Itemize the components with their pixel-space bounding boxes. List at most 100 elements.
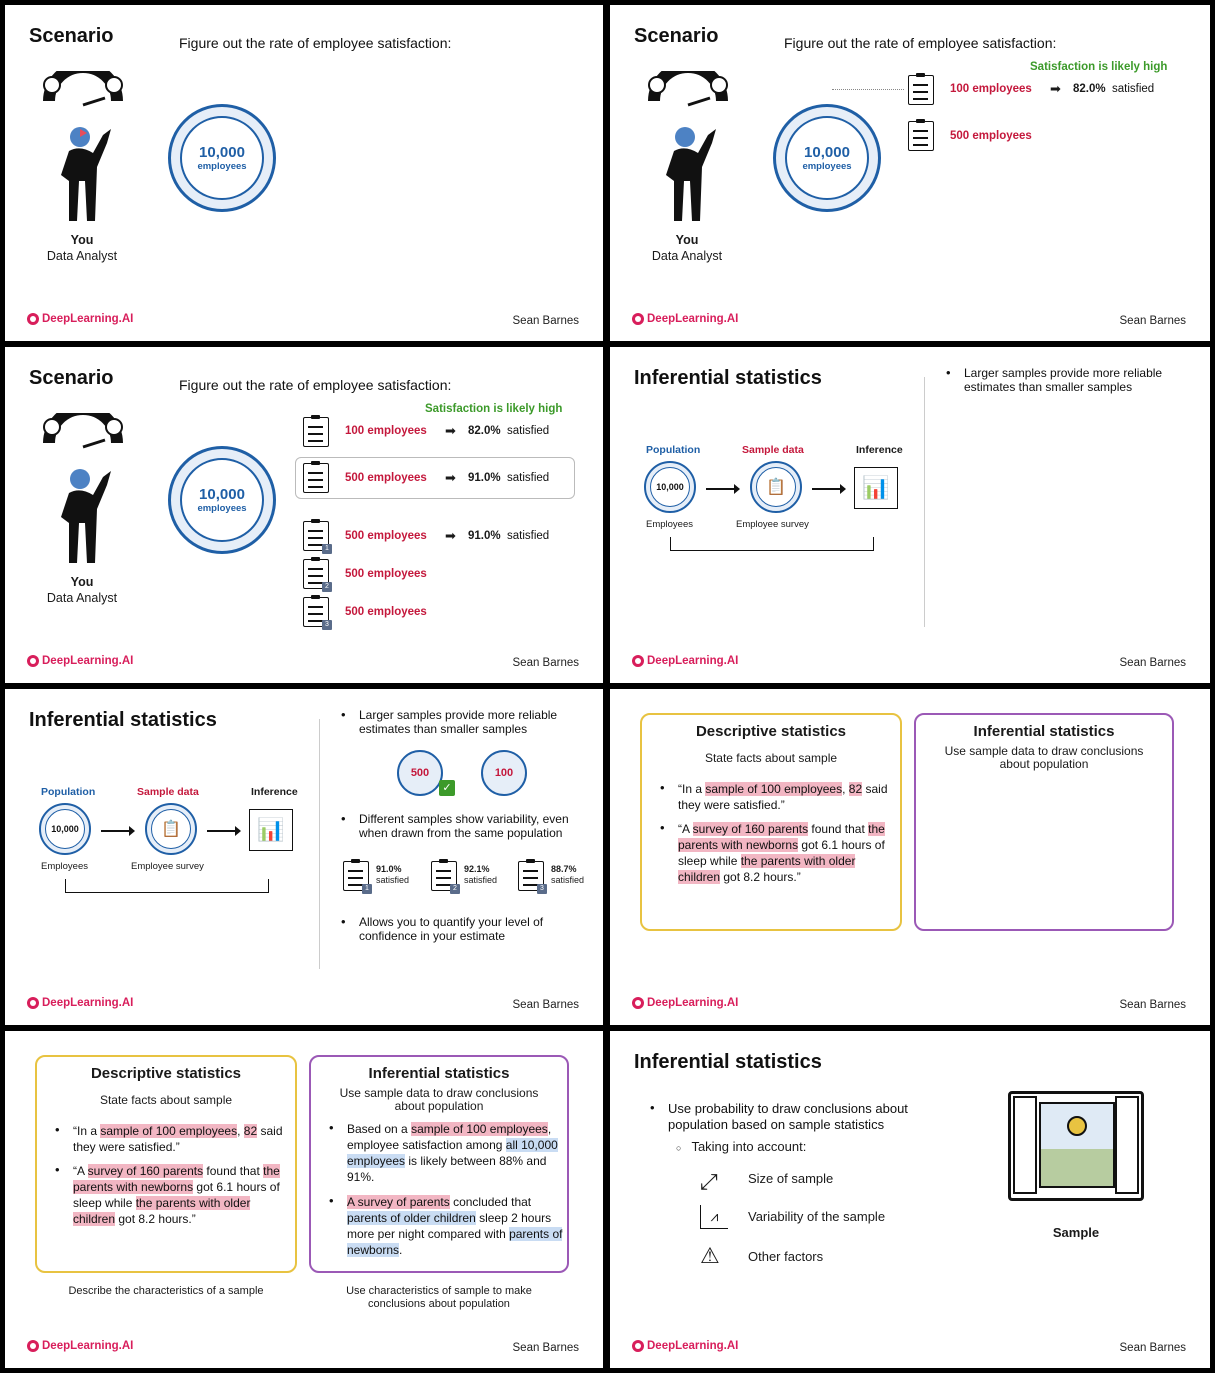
text: found that [203,1164,263,1178]
window-label: Sample [1008,1225,1144,1240]
inferential-title: Inferential statistics [311,1065,567,1082]
brand-name: DeepLearning.AI [42,1340,133,1352]
variability-chart-icon: ⩘ [700,1205,728,1229]
slide-title: Inferential statistics [634,1051,822,1074]
text: “In a [678,782,705,796]
badge-3: 3 [322,620,332,630]
satisfied-label: satisfied [507,472,549,484]
inferential-box: Inferential statistics Use sample data t… [309,1055,569,1273]
resize-arrow-icon: ⤢ [700,1169,718,1195]
inference-report-icon: 📊 [249,809,293,851]
label-sample-data: Sample data [137,786,199,798]
slide-title: Inferential statistics [634,367,822,390]
survey-clipboard-icon [303,417,329,447]
population-unit: employees [802,161,851,172]
sample-500-value: 500 [411,767,429,779]
inferential-caption: Use characteristics of sample to make co… [325,1285,553,1311]
brand-icon [27,313,39,325]
sample-2-label: satisfied [464,875,497,885]
arrow-right-icon: ➡ [1050,81,1061,97]
slide-title: Inferential statistics [29,709,217,732]
highlight: survey of 160 parents [693,822,808,836]
flow-arrow [101,830,133,832]
brand-logo: DeepLearning.AI [27,997,133,1009]
label-employees: Employees [646,519,693,530]
flow-arrow [812,488,844,490]
label-sample-data: Sample data [742,444,804,456]
brand-name: DeepLearning.AI [647,655,738,667]
text: concluded that [450,1195,531,1209]
brand-name: DeepLearning.AI [647,997,738,1009]
you-label: You [32,233,132,247]
inferential-subtitle: Use sample data to draw conclusions abou… [916,745,1172,771]
text: got 8.2 hours.” [115,1212,196,1226]
slide-compare-2: Descriptive statistics State facts about… [5,1031,603,1368]
highlight: 82 [849,782,862,796]
author: Sean Barnes [1120,999,1187,1011]
feedback-line [65,879,269,893]
brand-logo: DeepLearning.AI [27,1340,133,1352]
population-count: 10,000 [804,144,850,161]
population-ring: 10,000 [39,803,91,855]
slide-title: Scenario [29,367,113,390]
sample-clipboard-icon-1: 1 [343,861,369,891]
checkmark-icon: ✓ [439,780,455,796]
arrow-right-icon: ➡ [445,470,456,486]
sample-ring: 📋 [145,803,197,855]
sample-500-label: 500 employees [345,568,427,580]
feedback-line [670,537,874,551]
text: “In a [73,1124,100,1138]
satisfied-label: satisfied [507,425,549,437]
brand-name: DeepLearning.AI [42,655,133,667]
brand-logo: DeepLearning.AI [632,313,738,325]
factor-size: Size of sample [748,1171,833,1186]
arrow-right-icon: ➡ [445,528,456,544]
label-inference: Inference [251,786,298,798]
population-unit: employees [197,161,246,172]
sample-clipboard-icon-3: 3 [518,861,544,891]
population-ring: 10,000 employees [168,446,276,554]
descriptive-caption: Describe the characteristics of a sample [35,1285,297,1297]
satisfied-label: satisfied [1112,83,1154,95]
inferential-title: Inferential statistics [916,723,1172,740]
text: Based on a [347,1122,411,1136]
role-label: Data Analyst [632,249,742,263]
brand-icon [27,1340,39,1352]
analyst-figure-icon [43,71,123,227]
analyst-figure-icon [43,413,123,569]
sample-100-label: 100 employees [345,425,427,437]
warning-icon: ⚠ [700,1243,720,1269]
highlight: parents of older children [347,1211,476,1225]
author: Sean Barnes [513,657,580,669]
population-ring: 10,000 employees [773,104,881,212]
vertical-divider [319,719,320,969]
sample-2-pct: 92.1% [464,864,490,874]
badge-1: 1 [322,544,332,554]
vertical-divider [924,377,925,627]
survey-clipboard-icon [303,463,329,493]
text: , [842,782,849,796]
sample-100-value: 100 [495,767,513,779]
slide-compare-1: Descriptive statistics State facts about… [610,689,1210,1025]
sample-500-label: 500 employees [345,530,427,542]
brand-icon [632,655,644,667]
population-count: 10,000 [51,824,79,834]
sample-3-pct: 88.7% [551,864,577,874]
population-count: 10,000 [656,482,684,492]
sample-3-label: satisfied [551,875,584,885]
slide-inferential-1: Inferential statistics Larger samples pr… [610,347,1210,683]
circle-bullet-icon: ○ [676,1143,681,1153]
survey-clipboard-icon-2: 2 [303,559,329,589]
badge-2: 2 [450,884,460,894]
sample-500-label: 500 employees [345,606,427,618]
sample-100-bubble: 100 [481,750,527,796]
highlight: survey of 160 parents [88,1164,203,1178]
clipboard-icon: 📋 [161,819,181,839]
author: Sean Barnes [513,999,580,1011]
label-population: Population [41,786,95,798]
sample-500-label: 500 employees [345,472,427,484]
brand-name: DeepLearning.AI [647,1340,738,1352]
author: Sean Barnes [513,1342,580,1354]
descriptive-subtitle: State facts about sample [642,751,900,765]
survey-clipboard-icon [908,75,934,105]
